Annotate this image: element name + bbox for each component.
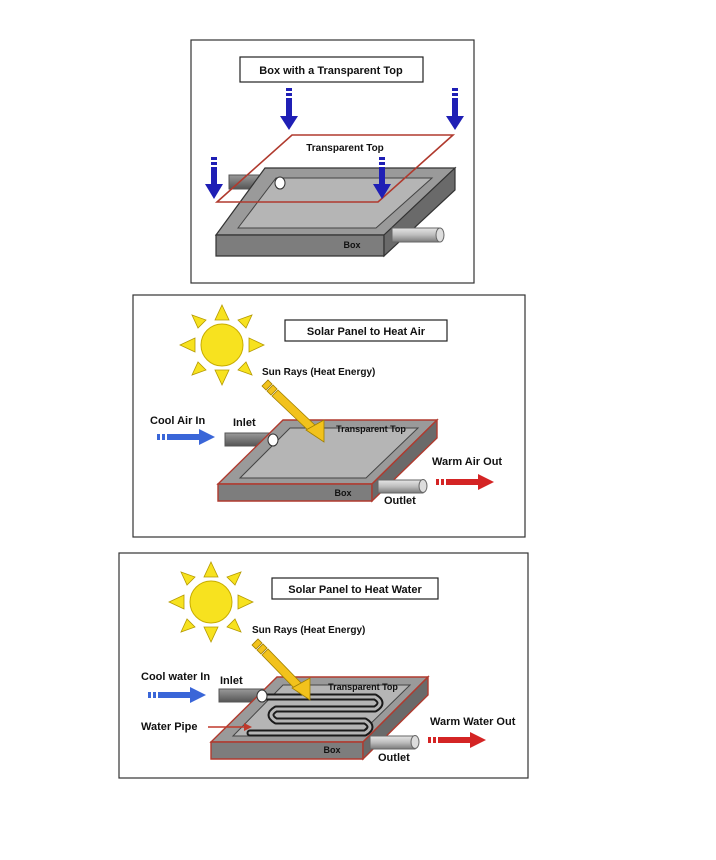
panel-2-transparent-top-label: Transparent Top bbox=[336, 424, 406, 434]
panel-3-outlet-pipe bbox=[369, 735, 416, 750]
panel-3-box-label: Box bbox=[323, 745, 340, 755]
down-arrow-icon bbox=[373, 157, 391, 199]
panel-2-outlet-label: Outlet bbox=[384, 495, 416, 507]
panel-1-title-box bbox=[239, 56, 424, 83]
panel-2-outlet-pipe bbox=[377, 479, 424, 494]
arrow-right-icon bbox=[436, 474, 494, 490]
panel-3-cool-water-label: Cool water In bbox=[141, 671, 210, 683]
panel-1-title: Box with a Transparent Top bbox=[259, 65, 403, 77]
panel-2-title: Solar Panel to Heat Air bbox=[307, 326, 426, 338]
panel-2-inlet-label: Inlet bbox=[233, 417, 256, 429]
panel-2-box-label: Box bbox=[334, 488, 351, 498]
panel-1-down-arrows bbox=[205, 88, 464, 199]
panel-1-outlet-pipe bbox=[391, 227, 441, 243]
panel-1-box-label: Box bbox=[343, 240, 360, 250]
panel-3-inlet-hole bbox=[256, 689, 268, 703]
panel-2-title-box bbox=[284, 319, 448, 342]
panel-3-title: Solar Panel to Heat Water bbox=[288, 584, 422, 596]
down-arrow-icon bbox=[205, 157, 223, 199]
panel-3-sun-ray-arrow bbox=[251, 638, 311, 701]
panel-2-warm-air-label: Warm Air Out bbox=[432, 456, 502, 468]
water-pipe-pointer-arrow bbox=[208, 723, 252, 731]
panel-2-sun-ray-arrow bbox=[261, 379, 325, 443]
panel-3-sun-rays-label: Sun Rays (Heat Energy) bbox=[252, 625, 365, 636]
panel-box-transparent-top: Box with a Transparent Top Box Transpare… bbox=[190, 39, 475, 284]
panel-3-title-box bbox=[271, 577, 439, 600]
sun-icon bbox=[179, 304, 265, 386]
panel-3-warm-water-label: Warm Water Out bbox=[430, 716, 516, 728]
panel-heat-air: Solar Panel to Heat Air Sun Rays (Heat E… bbox=[132, 294, 526, 538]
panel-3-inlet-label: Inlet bbox=[220, 675, 243, 687]
panel-3-outlet-label: Outlet bbox=[378, 752, 410, 764]
panel-2-cool-air-label: Cool Air In bbox=[150, 415, 205, 427]
panel-1-transparent-top-label: Transparent Top bbox=[306, 143, 384, 154]
panel-heat-water: Solar Panel to Heat Water Sun Rays (Heat… bbox=[118, 552, 529, 779]
panel-3-transparent-top-label: Transparent Top bbox=[328, 682, 398, 692]
panel-3-water-pipe-label: Water Pipe bbox=[141, 721, 197, 733]
arrow-right-icon bbox=[157, 429, 215, 445]
panel-1-inlet-hole bbox=[274, 176, 286, 190]
panel-2-sun-rays-label: Sun Rays (Heat Energy) bbox=[262, 367, 375, 378]
arrow-right-icon bbox=[428, 732, 486, 748]
down-arrow-icon bbox=[280, 88, 298, 130]
arrow-right-icon bbox=[148, 687, 206, 703]
panel-2-inlet-hole bbox=[267, 433, 279, 447]
sun-icon bbox=[168, 561, 254, 643]
panel-1-transparent-top bbox=[214, 134, 456, 203]
down-arrow-icon bbox=[446, 88, 464, 130]
